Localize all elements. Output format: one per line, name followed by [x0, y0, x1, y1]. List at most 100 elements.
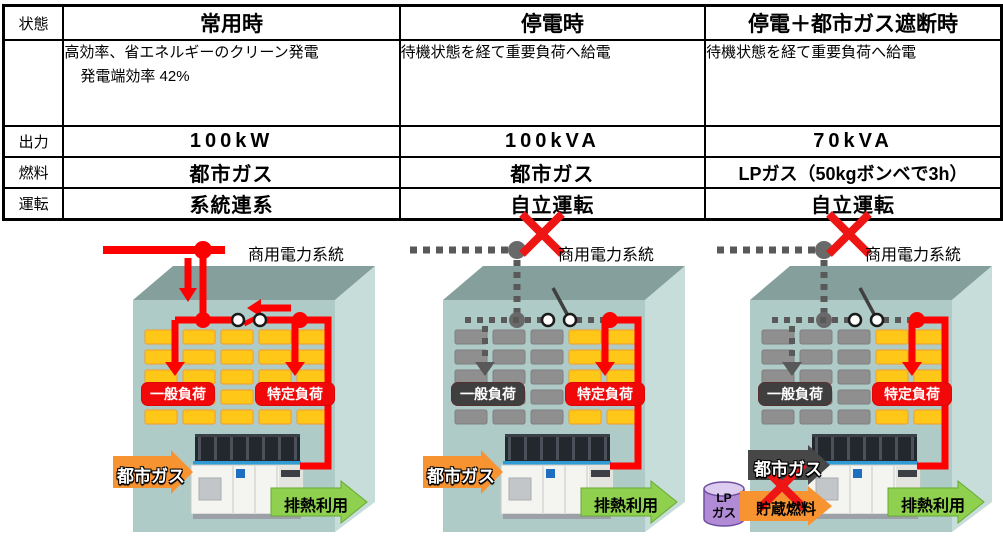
window-grid [761, 329, 947, 425]
state-corner-label: 状態 [2, 4, 65, 41]
diagram-power-outage [410, 211, 685, 532]
chp-blue-stripe [503, 461, 611, 465]
chp-railing-post [588, 436, 591, 460]
description-outage: 待機状態を経て重要負荷へ給電 [398, 39, 707, 127]
bus-node [195, 312, 211, 328]
table-row-output: 出力 100kW 100kVA 70kVA [2, 125, 1003, 158]
window-lit [875, 409, 909, 425]
switch-blade-open [551, 287, 569, 315]
building-side [645, 266, 685, 532]
window-lit [220, 369, 254, 385]
chp-railing-post [604, 436, 607, 460]
output-normal: 100kW [62, 125, 401, 158]
window-lit [182, 409, 216, 425]
window-lit [568, 409, 602, 425]
exhaust-heat-label: 排熱利用 [283, 498, 348, 515]
operation-normal: 系統連系 [62, 187, 401, 221]
chp-railing-post [847, 436, 850, 460]
chp-railing-post [278, 436, 281, 460]
general-load-arrowhead-dead [782, 362, 802, 376]
general-load-arrowhead [165, 362, 185, 376]
window-dark [530, 389, 564, 405]
chp-top-rail [505, 434, 610, 437]
exhaust-heat-label: 排熱利用 [593, 498, 658, 515]
window-dark [492, 349, 526, 365]
chp-base [810, 514, 918, 519]
window-dark [454, 409, 488, 425]
chp-louver [898, 470, 917, 477]
city-gas-label: 都市ガス [754, 460, 822, 479]
chp-railing-post [572, 436, 575, 460]
window-dark [799, 409, 833, 425]
chp-vent [815, 477, 839, 501]
chp-vent [508, 477, 532, 501]
switch-contact [540, 312, 556, 328]
city-gas-label: 都市ガス [427, 467, 495, 486]
window-lit [913, 329, 947, 345]
building-roof [750, 266, 992, 300]
chp-base [193, 514, 301, 519]
window-lit [606, 409, 640, 425]
chp-railing-post [540, 436, 543, 460]
specific-load-arrowhead [902, 362, 922, 376]
grid-label: 商用電力系統 [864, 247, 961, 264]
chp-railing-post [246, 436, 249, 460]
chp-railing-post [863, 436, 866, 460]
lp-cylinder-top [703, 481, 745, 497]
window-lit [568, 349, 602, 365]
row-label-operation: 運転 [2, 187, 65, 221]
window-dark [799, 349, 833, 365]
city-gas-label: 都市ガス [117, 467, 185, 486]
chp-louver [281, 470, 300, 477]
output-outage-gas-cut: 70kVA [704, 125, 1003, 158]
chp-railing-post [214, 436, 217, 460]
grid-label: 商用電力系統 [557, 247, 654, 264]
specific-load-arrowhead [595, 362, 615, 376]
window-lit [875, 329, 909, 345]
chp-railing-post [831, 436, 834, 460]
window-dark [761, 349, 795, 365]
chp-railing-post [815, 436, 818, 460]
window-dark [454, 349, 488, 365]
city-gas-arrow [423, 450, 503, 494]
grid-label: 商用電力系統 [247, 247, 344, 264]
window-dark [837, 389, 871, 405]
diagram-normal-operation [103, 241, 375, 532]
window-lit [296, 349, 330, 365]
specific-load-label: 特定負荷 [565, 382, 645, 406]
gas-cut-cross [757, 461, 807, 511]
switch-contact [562, 312, 578, 328]
description-line: 発電端効率 42% [80, 68, 190, 85]
window-dark [454, 329, 488, 345]
window-dark [530, 369, 564, 385]
chp-railing-post [262, 436, 265, 460]
window-dark [799, 329, 833, 345]
window-lit [258, 409, 292, 425]
lp-label-line: ガス [711, 506, 736, 520]
window-lit [258, 349, 292, 365]
power-network [410, 211, 642, 470]
fuel-normal: 都市ガス [62, 156, 401, 189]
window-dark [492, 409, 526, 425]
grid-node-dead [508, 241, 526, 259]
window-dark [837, 349, 871, 365]
description-empty-cell [2, 39, 65, 127]
grid-cut-cross [519, 211, 565, 257]
table-row-fuel: 燃料 都市ガス 都市ガス LPガス（50kgボンベで3h） [2, 156, 1003, 189]
chp-railing-post [911, 436, 914, 460]
window-dark [492, 329, 526, 345]
window-dark [761, 329, 795, 345]
general-load-label: 一般負荷 [451, 382, 525, 406]
general-load-label: 一般負荷 [141, 382, 215, 406]
window-lit [296, 329, 330, 345]
lp-label-line: LP [716, 491, 732, 505]
window-dark [530, 409, 564, 425]
window-lit [606, 349, 640, 365]
stored-fuel-label: 貯蔵燃料 [755, 501, 816, 518]
chp-railing-post [230, 436, 233, 460]
switch-contact [252, 312, 268, 328]
chp-base [503, 514, 611, 519]
chp-top-rail [195, 434, 300, 437]
